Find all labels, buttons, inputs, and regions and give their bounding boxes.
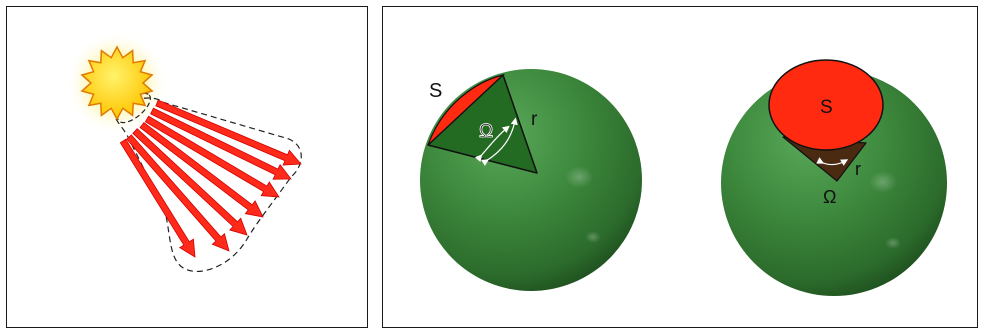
label-r-right: r — [855, 159, 861, 179]
radiance-diagram — [7, 7, 368, 328]
sphere-left — [420, 69, 642, 291]
label-omega-right: Ω — [823, 187, 836, 207]
label-S-right: S — [820, 97, 833, 118]
label-omega-left: Ω — [479, 121, 493, 142]
solid-angle-panel: S Ω r S r Ω — [382, 6, 978, 328]
solid-angle-diagram: S Ω r S r Ω — [383, 7, 978, 328]
radiance-panel — [6, 6, 368, 328]
label-S-left: S — [429, 80, 442, 102]
label-r-left: r — [531, 109, 538, 130]
